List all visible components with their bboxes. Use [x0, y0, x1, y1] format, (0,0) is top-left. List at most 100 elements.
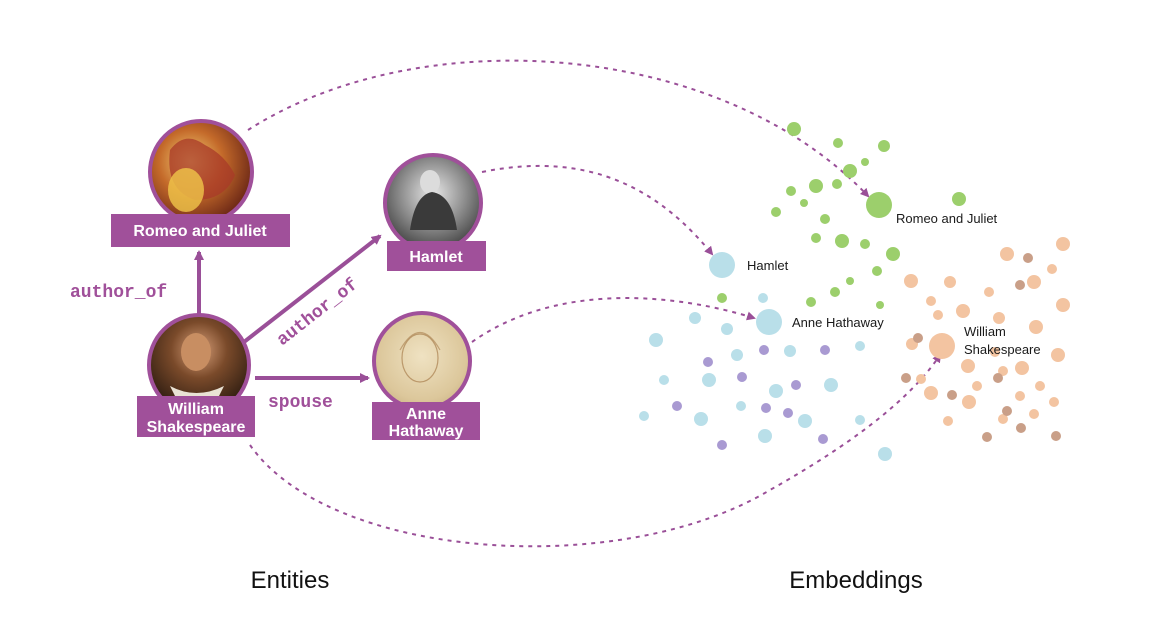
embedding-label-shakespeare-line1: William — [964, 324, 1006, 339]
embedding-dot — [916, 374, 926, 384]
mapping-curve-shakespeare — [249, 353, 942, 548]
embedding-point-romeo — [866, 192, 892, 218]
embedding-dot — [861, 158, 869, 166]
section-title-entities: Entities — [251, 567, 330, 594]
embedding-point-anne — [756, 309, 782, 335]
embedding-dot — [1047, 264, 1057, 274]
embedding-dot — [811, 233, 821, 243]
embedding-dot — [736, 401, 746, 411]
embedding-dot — [1035, 381, 1045, 391]
embedding-dot — [703, 357, 713, 367]
anne-sketch-face — [401, 333, 439, 383]
embedding-dot — [833, 138, 843, 148]
embedding-dot — [758, 429, 772, 443]
anne-label-line2: Hathaway — [389, 423, 464, 440]
embedding-dot — [947, 390, 957, 400]
embedding-dot — [835, 234, 849, 248]
embedding-dot — [806, 297, 816, 307]
embedding-dot — [731, 349, 743, 361]
juliet-dress-shape — [168, 168, 204, 212]
anne-image — [372, 311, 472, 411]
embedding-dot — [924, 386, 938, 400]
embedding-label-anne: Anne Hathaway — [792, 315, 884, 330]
relation-edges — [194, 234, 382, 383]
shakespeare-face-shape — [181, 333, 211, 371]
embedding-dot — [649, 333, 663, 347]
mapping-curve-hamlet — [481, 164, 714, 256]
embedding-dot — [1016, 423, 1026, 433]
hamlet-label: Hamlet — [409, 249, 463, 266]
embedding-dot — [998, 414, 1008, 424]
hamlet-figure-body — [410, 192, 457, 230]
romeo-label-box — [111, 214, 290, 247]
embedding-dot — [721, 323, 733, 335]
shakespeare-label-line2: Shakespeare — [147, 419, 246, 436]
edge-author-of-hamlet — [242, 234, 382, 344]
embedding-dot — [1027, 275, 1041, 289]
embedding-dot — [791, 380, 801, 390]
embedding-dot — [820, 214, 830, 224]
embedding-dot — [1002, 406, 1012, 416]
embedding-dot — [759, 345, 769, 355]
embedding-dot — [769, 384, 783, 398]
embedding-dot — [933, 310, 943, 320]
hamlet-label-box — [387, 241, 486, 271]
embedding-label-shakespeare-line2: Shakespeare — [964, 342, 1041, 357]
embedding-dot — [961, 359, 975, 373]
embedding-dot — [956, 304, 970, 318]
embedding-dot — [830, 287, 840, 297]
embedding-dot — [717, 293, 727, 303]
embedding-dot — [1051, 348, 1065, 362]
embedding-dot — [878, 140, 890, 152]
relation-label-spouse: spouse — [268, 393, 333, 413]
embedding-dot — [901, 373, 911, 383]
embedding-dot — [798, 414, 812, 428]
embedding-dot — [993, 373, 1003, 383]
embedding-dot — [784, 345, 796, 357]
embedding-dot — [694, 412, 708, 426]
embedding-dot — [1015, 391, 1025, 401]
embedding-dot — [737, 372, 747, 382]
embedding-dot — [702, 373, 716, 387]
embedding-dot — [846, 277, 854, 285]
embedding-dot — [1029, 409, 1039, 419]
romeo-label: Romeo and Juliet — [133, 223, 267, 240]
embedding-dot — [943, 416, 953, 426]
embedding-dot — [717, 440, 727, 450]
embedding-dot — [913, 333, 923, 343]
embedding-dot — [761, 403, 771, 413]
embedding-dot — [832, 179, 842, 189]
embedding-dot — [926, 296, 936, 306]
embedding-dot — [689, 312, 701, 324]
embedding-dot — [990, 347, 1000, 357]
embedding-dot — [758, 293, 768, 303]
embedding-dot — [1056, 298, 1070, 312]
embedding-dot — [820, 345, 830, 355]
embedding-dot — [972, 381, 982, 391]
embedding-dot — [809, 179, 823, 193]
anne-label-line1: Anne — [406, 406, 446, 423]
embedding-dot — [982, 432, 992, 442]
embedding-dot — [659, 375, 669, 385]
embedding-dot — [771, 207, 781, 217]
embedding-dot — [878, 447, 892, 461]
entity-romeo-and-juliet: Romeo and Juliet — [111, 119, 290, 247]
embedding-dot — [998, 366, 1008, 376]
relation-label-author-of-romeo: author_of — [70, 283, 167, 303]
embedding-dot — [783, 408, 793, 418]
embedding-dot — [876, 301, 884, 309]
embedding-dot — [984, 287, 994, 297]
embedding-dot — [1056, 237, 1070, 251]
embedding-dot — [639, 411, 649, 421]
embedding-scatter — [639, 122, 1070, 461]
embedding-dot — [843, 164, 857, 178]
entity-anne-hathaway: Anne Hathaway — [372, 311, 480, 440]
embedding-dot — [962, 395, 976, 409]
embedding-dot — [855, 415, 865, 425]
embedding-dot — [1015, 361, 1029, 375]
embedding-dot — [872, 266, 882, 276]
embedding-dot — [1000, 247, 1014, 261]
embedding-dot — [800, 199, 808, 207]
embedding-dot — [952, 192, 966, 206]
